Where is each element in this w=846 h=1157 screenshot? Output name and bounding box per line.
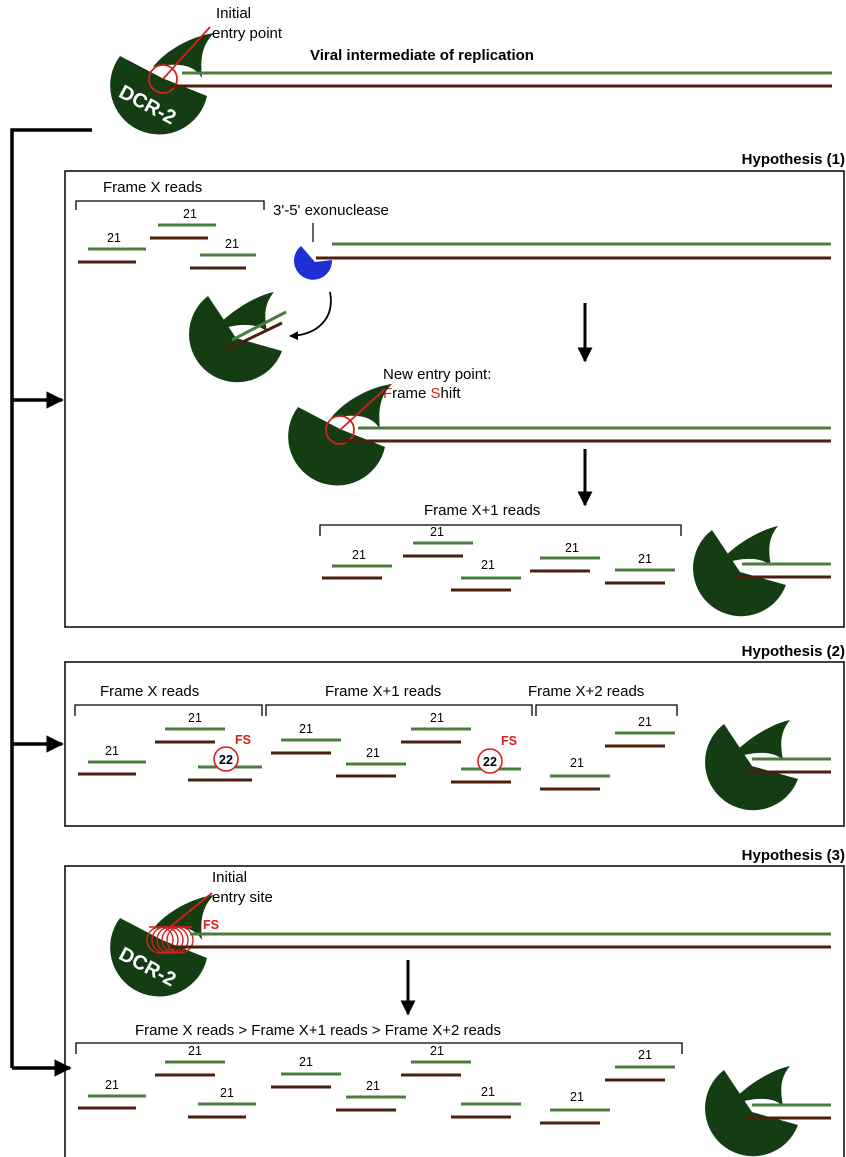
read-length-22-label: 22 bbox=[483, 755, 497, 769]
initial-entry-label-1: Initial bbox=[216, 5, 251, 22]
h1-frame-x-bracket bbox=[75, 200, 265, 210]
entry-point-circle bbox=[148, 64, 178, 94]
read-length-label: 21 bbox=[570, 1090, 584, 1104]
released-product-sense bbox=[231, 310, 287, 342]
h3-reads: 21 21 21 21 21 21 21 21 21 bbox=[78, 1044, 675, 1125]
h2-frame-x-label: Frame X reads bbox=[100, 683, 199, 700]
h2-frame-x1-bracket bbox=[265, 704, 533, 716]
hypothesis-2-box bbox=[64, 661, 845, 827]
read-length-label: 21 bbox=[183, 207, 197, 221]
frameshift-22-circle bbox=[213, 746, 239, 772]
read-length-label: 21 bbox=[638, 1048, 652, 1062]
read-length-label: 21 bbox=[366, 746, 380, 760]
read-length-label: 21 bbox=[366, 1079, 380, 1093]
exonuclease-to-dicer-arrow bbox=[289, 291, 332, 341]
viral-intermediate-label: Viral intermediate of replication bbox=[310, 47, 534, 64]
read-length-label: 21 bbox=[638, 715, 652, 729]
h2-frame-x-bracket bbox=[74, 704, 263, 716]
h3-reads-order-label: Frame X reads > Frame X+1 reads > Frame … bbox=[135, 1022, 501, 1039]
read-length-label: 21 bbox=[430, 711, 444, 725]
h2-frame-x1-reads: 21 21 21 22 FS bbox=[271, 711, 521, 784]
h1-frame-x-label: Frame X reads bbox=[103, 179, 202, 196]
hypothesis-1: Hypothesis (1) Frame X reads 21 21 21 3'… bbox=[64, 151, 845, 628]
dicer-end-icon bbox=[705, 1066, 798, 1157]
read-length-label: 21 bbox=[225, 237, 239, 251]
released-product-antisense bbox=[225, 321, 283, 352]
fs-marker: FS bbox=[501, 734, 517, 748]
fs-marker: FS bbox=[203, 918, 219, 932]
h1-frame-x1-reads: 21 21 21 21 21 bbox=[322, 525, 675, 592]
h1-frame-x1-bracket bbox=[319, 524, 682, 536]
read-length-label: 21 bbox=[105, 744, 119, 758]
read-length-label: 21 bbox=[430, 1044, 444, 1058]
h2-frame-x2-bracket bbox=[535, 704, 678, 716]
h2-frame-x2-label: Frame X+2 reads bbox=[528, 683, 644, 700]
dicer-new-entry-icon bbox=[288, 384, 392, 486]
exonuclease-label: 3'-5' exonuclease bbox=[273, 202, 389, 219]
dicer-end-icon bbox=[705, 720, 798, 811]
initial-site-label-2: entry site bbox=[212, 889, 273, 906]
read-length-label: 21 bbox=[105, 1078, 119, 1092]
read-length-label: 21 bbox=[481, 558, 495, 572]
new-entry-pointer bbox=[339, 388, 386, 431]
h3-reads-bracket bbox=[75, 1042, 683, 1054]
hypothesis-1-box bbox=[64, 170, 845, 628]
h2-frame-x1-label: Frame X+1 reads bbox=[325, 683, 441, 700]
h1-frame-x-reads: 21 21 21 bbox=[78, 207, 256, 270]
read-length-label: 21 bbox=[299, 1055, 313, 1069]
h1-frame-x1-label: Frame X+1 reads bbox=[424, 502, 540, 519]
read-length-label: 21 bbox=[638, 552, 652, 566]
read-length-label: 21 bbox=[481, 1085, 495, 1099]
hypothesis-2-title: Hypothesis (2) bbox=[742, 643, 845, 660]
read-length-label: 21 bbox=[352, 548, 366, 562]
read-length-22-label: 22 bbox=[219, 753, 233, 767]
h2-frame-x-reads: 21 21 22 FS bbox=[78, 711, 262, 782]
entry-point-pointer bbox=[162, 26, 211, 80]
frame-shift-label: Frame Shift bbox=[383, 385, 461, 402]
read-length-label: 21 bbox=[220, 1086, 234, 1100]
hypothesis-connector bbox=[10, 128, 92, 1077]
hypothesis-3-title: Hypothesis (3) bbox=[742, 847, 845, 864]
hypothesis-3: Hypothesis (3) DCR-2 FS Initial entry si… bbox=[64, 847, 845, 1157]
new-entry-label: New entry point: bbox=[383, 366, 491, 383]
fs-marker: FS bbox=[235, 733, 251, 747]
dicer-end-icon bbox=[693, 526, 786, 617]
read-length-label: 21 bbox=[188, 1044, 202, 1058]
new-entry-circle bbox=[325, 415, 355, 445]
hypothesis-1-title: Hypothesis (1) bbox=[742, 151, 845, 168]
h2-frame-x2-reads: 21 21 bbox=[540, 715, 675, 791]
frameshift-22-circle bbox=[477, 748, 503, 774]
exonuclease-icon bbox=[294, 246, 333, 280]
top-section: DCR-2 Initial entry point Viral intermed… bbox=[110, 5, 832, 135]
entry-site-pointer bbox=[169, 892, 213, 928]
read-length-label: 21 bbox=[430, 525, 444, 539]
read-length-label: 21 bbox=[107, 231, 121, 245]
read-length-label: 21 bbox=[565, 541, 579, 555]
initial-entry-label-2: entry point bbox=[212, 25, 283, 42]
initial-site-label-1: Initial bbox=[212, 869, 247, 886]
read-length-label: 21 bbox=[299, 722, 313, 736]
hypothesis-2: Hypothesis (2) Frame X reads Frame X+1 r… bbox=[64, 643, 845, 827]
read-length-label: 21 bbox=[570, 756, 584, 770]
read-length-label: 21 bbox=[188, 711, 202, 725]
hypothesis-3-box bbox=[64, 865, 845, 1157]
